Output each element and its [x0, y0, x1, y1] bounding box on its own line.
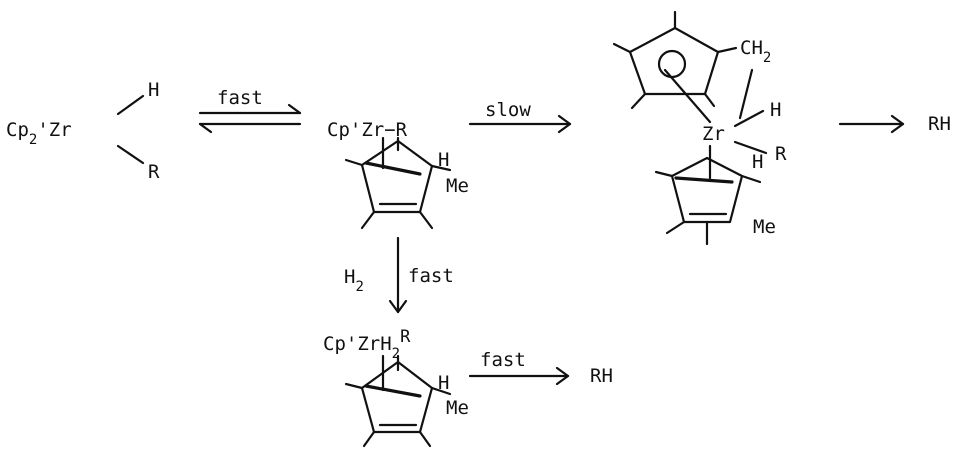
svg-text:Cp2'Zr: Cp2'Zr — [6, 119, 72, 148]
zr-r-bond — [733, 140, 768, 155]
hydrogenolysis-rate-label: fast — [408, 265, 454, 287]
methyl-stub — [612, 42, 632, 54]
zirconium-hydride-alkyl: Cp2'Zr H R — [6, 79, 160, 183]
dihydride-r-label: R — [400, 327, 411, 347]
hydride-zr-label: 'Zr — [37, 119, 71, 141]
svg-text:CH2: CH2 — [740, 37, 771, 66]
methyl-stub — [630, 92, 647, 110]
alkyl-bond-dash: − — [384, 119, 395, 141]
ring-slip-bar — [364, 161, 422, 176]
methyl-stub — [344, 382, 364, 390]
hydrogenolysis-arrow: H2 fast — [344, 236, 454, 314]
alkyl-r-label: R — [396, 119, 408, 141]
dihydride-ring-me-label: Me — [446, 397, 469, 419]
dihydride-elimination-rate-label: fast — [480, 349, 526, 371]
equilibrium-arrow: fast — [198, 87, 302, 134]
tethered-cp-ring — [612, 10, 738, 124]
methylcyclopentadiene-ring — [344, 136, 452, 230]
methyl-stub — [418, 430, 432, 448]
product-rh-bottom: RH — [590, 365, 613, 387]
ch2-label: CH — [740, 37, 763, 59]
svg-text:H2: H2 — [344, 266, 364, 295]
elimination-arrowhead — [890, 114, 905, 134]
forward-arrowhead — [287, 103, 302, 115]
dihydride-formula-label: Cp'ZrH — [323, 333, 392, 355]
methyl-stub — [703, 92, 716, 108]
reverse-arrowhead — [198, 122, 213, 134]
methylcyclopentadiene-ring — [654, 156, 762, 246]
eta5-circle — [657, 49, 687, 79]
zr-r-bond — [116, 144, 145, 165]
dihydride-elimination-arrow: fast — [468, 349, 570, 386]
ring-me-bond — [740, 174, 762, 184]
hydrogenolysis-arrowhead — [388, 299, 408, 314]
ring-outline — [360, 139, 434, 214]
zr-h-bond — [116, 94, 145, 116]
methylcyclopentadiene-ring — [344, 354, 452, 448]
ch2-zr-bond — [738, 68, 754, 120]
methyl-stub — [418, 210, 434, 230]
alkyl-cpzr-label: Cp'Zr — [327, 119, 384, 141]
tucked-in-metallacycle: CH2 Zr H R H Me — [612, 10, 787, 246]
svg-text:Cp'ZrH2R: Cp'ZrH2R — [323, 327, 411, 362]
hydride-h-label: H — [148, 79, 159, 101]
equilibrium-rate-label: fast — [217, 87, 263, 109]
methyl-stub — [360, 210, 376, 230]
tethered-ring-outline — [628, 26, 720, 96]
metallacycle-ring-me-label: Me — [753, 216, 776, 238]
h2-subscript: 2 — [355, 279, 363, 295]
h2-label: H — [344, 266, 355, 288]
tuck-in-arrowhead — [557, 114, 572, 134]
ring-ch2-bond — [716, 46, 738, 54]
tuck-in-rate-label: slow — [485, 99, 531, 121]
methyl-stub — [654, 170, 674, 178]
ring-outline — [360, 360, 434, 434]
ring-slip-bar — [364, 384, 422, 398]
methyl-stub — [362, 430, 376, 448]
dihydride-h2-subscript: 2 — [392, 346, 400, 362]
zirconium-alkyl: Cp'Zr−R H Me — [327, 119, 469, 230]
alkyl-ring-me-label: Me — [446, 175, 469, 197]
hydride-cp-label: Cp — [6, 119, 29, 141]
ring-me-bond — [430, 386, 452, 396]
ring-me-bond — [430, 164, 452, 172]
metallacycle-ring-h-label: H — [752, 151, 763, 173]
product-rh-top: RH — [928, 113, 951, 135]
dihydride-ring-h-label: H — [438, 372, 449, 394]
metallacycle-h-label: H — [770, 99, 781, 121]
ring-zr-bond — [663, 68, 712, 124]
zr-h-bond — [733, 109, 765, 128]
metallacycle-zr-label: Zr — [702, 123, 725, 145]
ch2-subscript: 2 — [763, 50, 771, 66]
hydride-r-label: R — [148, 161, 160, 183]
ring-outline — [670, 156, 744, 224]
hydride-cp-subscript: 2 — [29, 132, 37, 148]
dihydride-elimination-arrowhead — [555, 366, 570, 386]
methyl-stub — [344, 158, 364, 167]
metallacycle-r-label: R — [775, 143, 787, 165]
ring-slip-bar — [674, 176, 734, 184]
methyl-stub — [665, 220, 686, 235]
elimination-arrow — [838, 114, 905, 134]
tuck-in-arrow: slow — [468, 99, 572, 134]
alkyl-ring-h-label: H — [438, 149, 449, 171]
svg-text:Cp'Zr−R: Cp'Zr−R — [327, 119, 408, 141]
zirconium-dihydride-alkyl: Cp'ZrH2R H Me — [323, 327, 469, 448]
